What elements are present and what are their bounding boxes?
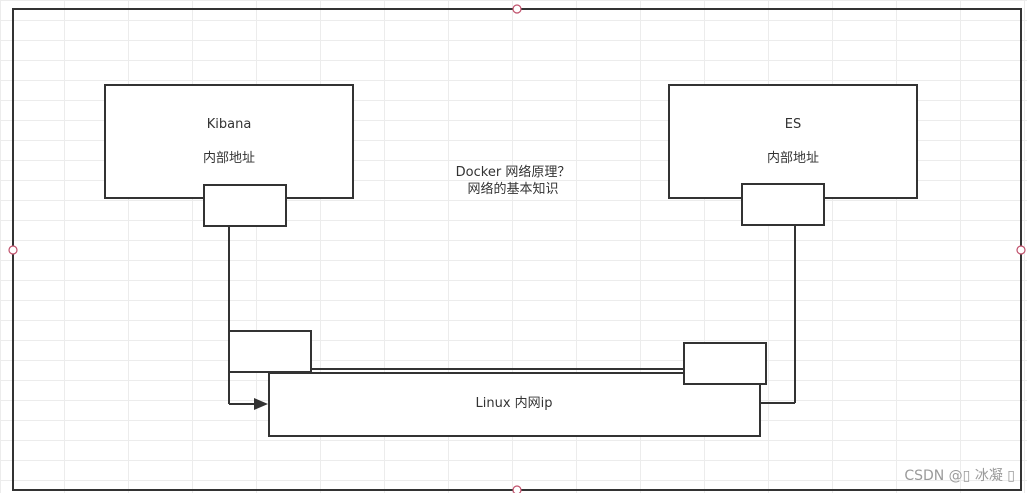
kibana-port-box[interactable] <box>203 184 287 227</box>
es-title: ES <box>784 117 802 132</box>
docker-network-question: Docker 网络原理？ <box>455 165 571 180</box>
right-bridge-box[interactable] <box>683 342 767 385</box>
connector-arrowhead <box>254 398 268 410</box>
es-container-box[interactable] <box>668 84 918 199</box>
resize-handle-top[interactable] <box>512 4 522 14</box>
resize-handle-bottom[interactable] <box>512 485 522 493</box>
linux-host-box[interactable] <box>268 372 761 437</box>
kibana-container-box[interactable] <box>104 84 354 199</box>
resize-handle-left[interactable] <box>8 245 18 255</box>
csdn-watermark: CSDN @▯ 冰凝 ▯ <box>904 468 1015 484</box>
es-internal-address-label: 内部地址 <box>766 151 819 166</box>
kibana-title: Kibana <box>206 117 252 132</box>
left-bridge-box[interactable] <box>228 330 312 373</box>
network-basics-note: 网络的基本知识 <box>467 182 559 197</box>
es-port-box[interactable] <box>741 183 825 226</box>
linux-internal-ip-label: Linux 内网ip <box>475 396 553 411</box>
resize-handle-right[interactable] <box>1016 245 1026 255</box>
kibana-internal-address-label: 内部地址 <box>202 151 255 166</box>
